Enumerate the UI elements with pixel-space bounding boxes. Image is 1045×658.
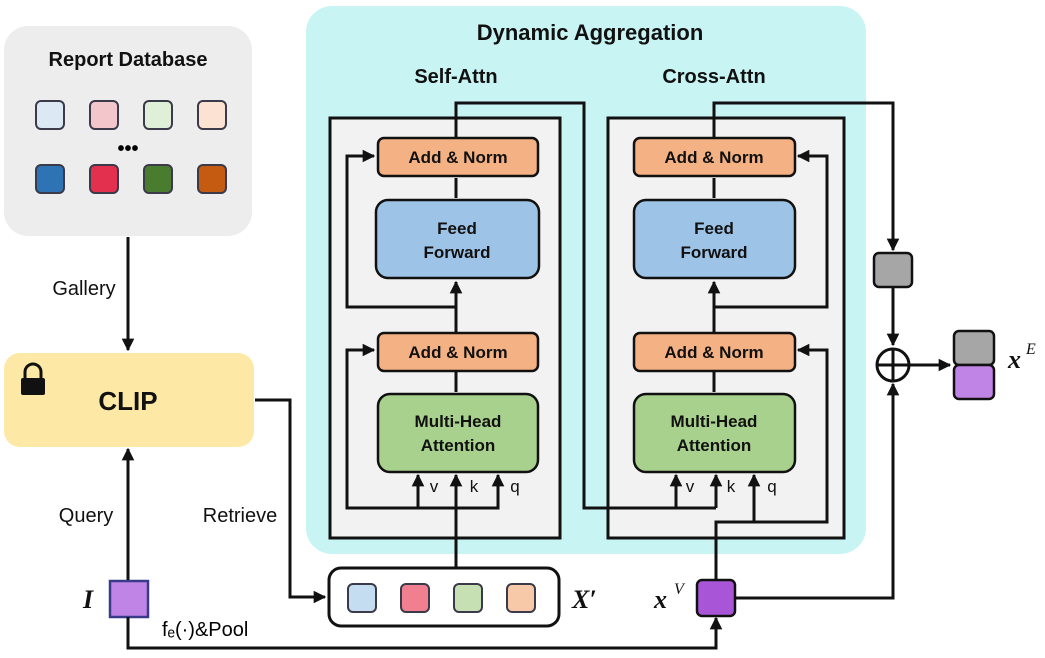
sum-operator: [875, 347, 911, 383]
input-image-label: I: [82, 585, 94, 614]
ellipsis: •••: [117, 138, 138, 160]
cross-attn-internals: Add & Norm Feed Forward Add & Norm Multi…: [632, 136, 829, 580]
cross-q-label: q: [767, 477, 776, 496]
encoder-label: fₑ(·)&Pool: [162, 619, 248, 641]
report-token-row2-3: [143, 164, 173, 194]
visual-feature-label: x: [653, 585, 667, 614]
retrieve-label: Retrieve: [203, 505, 277, 527]
visual-feature-superscript: V: [674, 581, 686, 598]
self-add-norm-top-label: Add & Norm: [408, 148, 507, 167]
cross-v-label: v: [686, 477, 695, 496]
self-feed-forward-line-2: Forward: [423, 243, 490, 262]
report-token-row2-2: [89, 164, 119, 194]
self-attn-title: Self-Attn: [414, 66, 497, 88]
clip-box: [4, 353, 254, 447]
retrieved-set-label: X′: [571, 585, 597, 614]
cross-residual-1: [754, 343, 829, 524]
self-feed-forward: [374, 198, 541, 280]
query-label: Query: [59, 505, 113, 527]
lock-icon: [21, 362, 45, 395]
self-residual-1: [345, 343, 456, 510]
aggregated-token: [872, 251, 914, 289]
report-tokens-row-2: [35, 164, 227, 194]
retrieve-arrow: [255, 398, 327, 604]
self-mha-line-1: Multi-Head: [415, 412, 502, 431]
report-token-row2-4: [197, 164, 227, 194]
input-image-token: [108, 579, 150, 619]
cross-feed-forward-line-2: Forward: [680, 243, 747, 262]
cross-add-norm-bottom-label: Add & Norm: [664, 343, 763, 362]
retrieved-set-box: [327, 566, 561, 628]
self-to-cross-route: [454, 101, 716, 510]
report-database-panel: [4, 26, 252, 236]
report-database-title: Report Database: [49, 49, 208, 71]
retrieved-token-2: [400, 583, 430, 613]
clip-label: CLIP: [98, 386, 157, 416]
self-v-arrow: [411, 473, 456, 510]
cross-k-label: k: [727, 477, 736, 496]
report-token-row1-3: [143, 100, 173, 130]
retrieved-tokens: [347, 583, 536, 613]
self-attn-block: [328, 116, 562, 540]
output-token-bottom: [952, 363, 996, 401]
cross-mha-line-1: Multi-Head: [671, 412, 758, 431]
self-q-arrow: [456, 473, 505, 510]
self-attn-internals: Add & Norm Feed Forward Add & Norm Multi…: [345, 136, 541, 555]
self-residual-2: [345, 149, 456, 309]
report-token-row2-1: [35, 164, 65, 194]
cross-feed-forward-line-1: Feed: [694, 219, 734, 238]
output-token-top: [952, 329, 996, 367]
self-add-norm-bottom: [376, 331, 540, 373]
cross-attn-block: [606, 116, 846, 540]
self-add-norm-top: [376, 136, 540, 178]
cross-mha-line-2: Attention: [677, 436, 752, 455]
retrieved-token-4: [506, 583, 536, 613]
clip-block: CLIP: [4, 353, 254, 447]
output-superscript: E: [1025, 341, 1036, 358]
self-mha-line-2: Attention: [421, 436, 496, 455]
gallery-label: Gallery: [52, 278, 115, 300]
retrieved-token-1: [347, 583, 377, 613]
cross-to-gray-arrow: [712, 101, 900, 252]
report-tokens-row-1: [35, 100, 227, 130]
cross-residual-2: [714, 149, 829, 309]
encoder-arrow: [126, 616, 723, 650]
output-label: x: [1007, 345, 1021, 374]
cross-q-arrow: [714, 473, 761, 580]
self-multi-head-attention: [376, 392, 540, 474]
self-q-label: q: [510, 477, 519, 496]
retrieved-token-3: [453, 583, 483, 613]
self-feed-forward-line-1: Feed: [437, 219, 477, 238]
dynamic-aggregation-title: Dynamic Aggregation: [477, 20, 704, 45]
visual-to-sum-arrow: [736, 382, 900, 600]
self-k-label: k: [470, 477, 479, 496]
cross-multi-head-attention: [632, 392, 797, 474]
cross-add-norm-bottom: [632, 331, 797, 373]
visual-feature-token: [695, 578, 737, 618]
cross-add-norm-top-label: Add & Norm: [664, 148, 763, 167]
report-database: Report Database •••: [4, 26, 252, 236]
cross-attn-title: Cross-Attn: [662, 66, 765, 88]
cross-feed-forward: [632, 198, 797, 280]
retrieved-set: X′: [327, 566, 597, 628]
self-v-label: v: [430, 477, 439, 496]
report-token-row1-4: [197, 100, 227, 130]
report-token-row1-1: [35, 100, 65, 130]
self-add-norm-bottom-label: Add & Norm: [408, 343, 507, 362]
report-token-row1-2: [89, 100, 119, 130]
